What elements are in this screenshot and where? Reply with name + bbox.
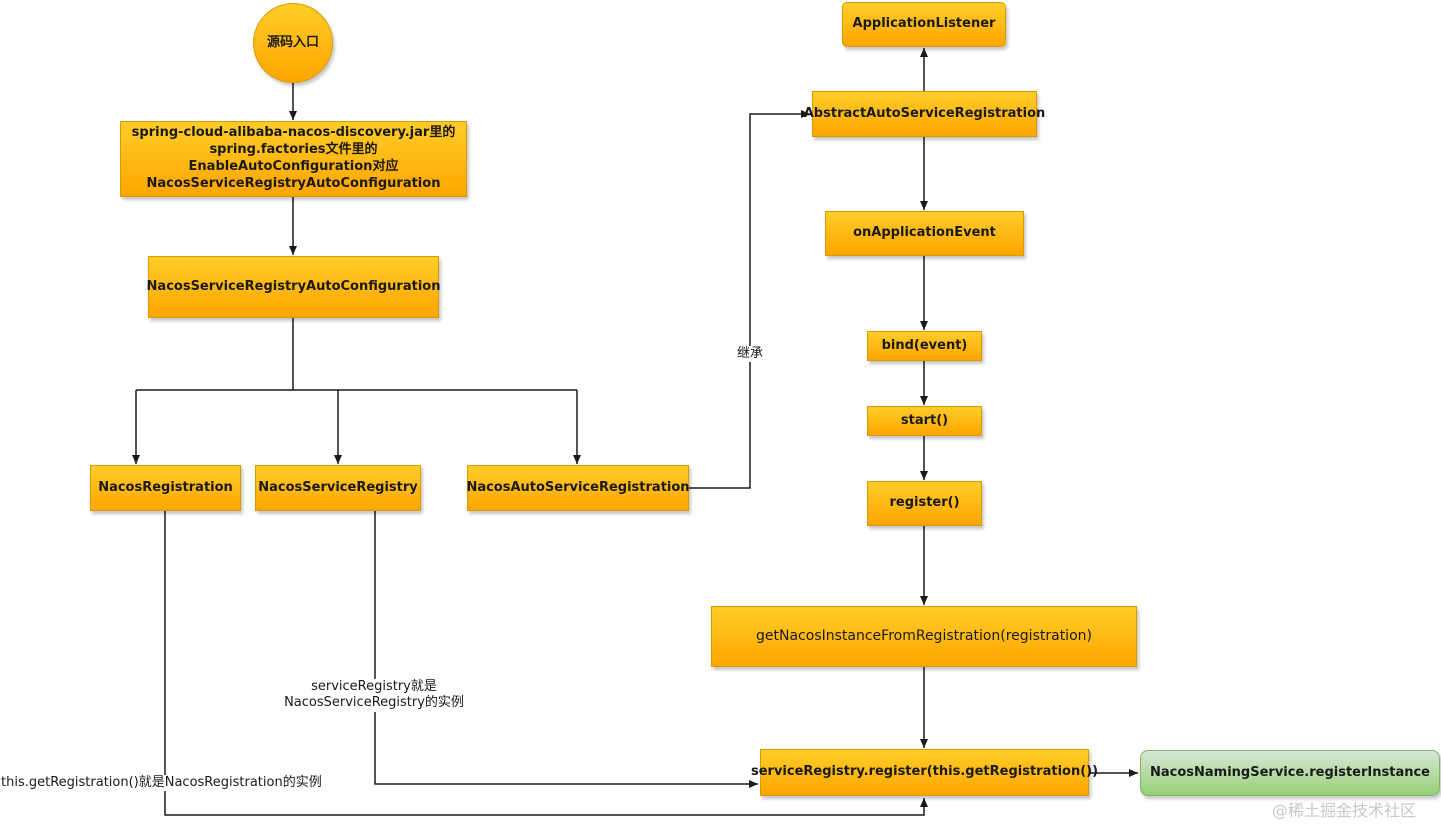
edge-registration-usage [164, 511, 928, 816]
node-entry: 源码入口 [253, 3, 333, 83]
node-start: start() [867, 406, 982, 436]
edge-inherit [689, 110, 810, 489]
node-spring-factories: spring-cloud-alibaba-nacos-discovery.jar… [120, 121, 467, 197]
node-auto-config: NacosServiceRegistryAutoConfiguration [147, 256, 440, 318]
edge-serviceregistry-usage [374, 511, 758, 788]
node-naming-service-register: NacosNamingService.registerInstance [1140, 750, 1440, 796]
node-service-registry-register: serviceRegistry.register(this.getRegistr… [751, 749, 1098, 796]
node-nacos-registration: NacosRegistration [90, 465, 241, 511]
node-nacos-auto-service-registration: NacosAutoServiceRegistration [466, 465, 690, 511]
node-bind-event: bind(event) [867, 331, 982, 361]
node-nacos-service-registry: NacosServiceRegistry [255, 465, 421, 511]
watermark: @稀土掘金技术社区 [1272, 801, 1417, 820]
label-inherit: 继承 [737, 346, 764, 363]
node-application-listener: ApplicationListener [842, 2, 1006, 47]
node-get-nacos-instance: getNacosInstanceFromRegistration(registr… [711, 606, 1137, 667]
label-service-registry-note: serviceRegistry就是NacosServiceRegistry的实例 [278, 679, 470, 712]
node-abstract-auto-service-registration: AbstractAutoServiceRegistration [804, 91, 1045, 137]
label-get-registration-note: this.getRegistration()就是NacosRegistratio… [1, 775, 322, 792]
node-on-application-event: onApplicationEvent [825, 211, 1024, 256]
node-register: register() [867, 481, 982, 526]
